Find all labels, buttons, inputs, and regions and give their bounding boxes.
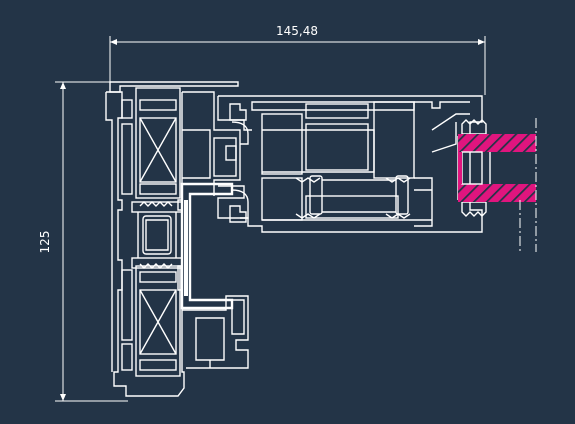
frame-thermal-break [131,201,183,269]
glass-spacer [461,151,483,185]
sash-thermal-break [295,175,411,219]
glazing-unit [458,118,537,252]
mullion-profile [180,91,249,369]
width-dimension-label: 145,48 [276,24,318,38]
height-dimension-label: 125 [38,231,52,254]
width-dimension [109,36,486,95]
glazing-seals [225,103,491,223]
glass-pane-top [458,134,536,152]
height-dimension [55,81,128,402]
frame-profile [105,81,239,397]
glass-pane-bottom [458,184,536,202]
